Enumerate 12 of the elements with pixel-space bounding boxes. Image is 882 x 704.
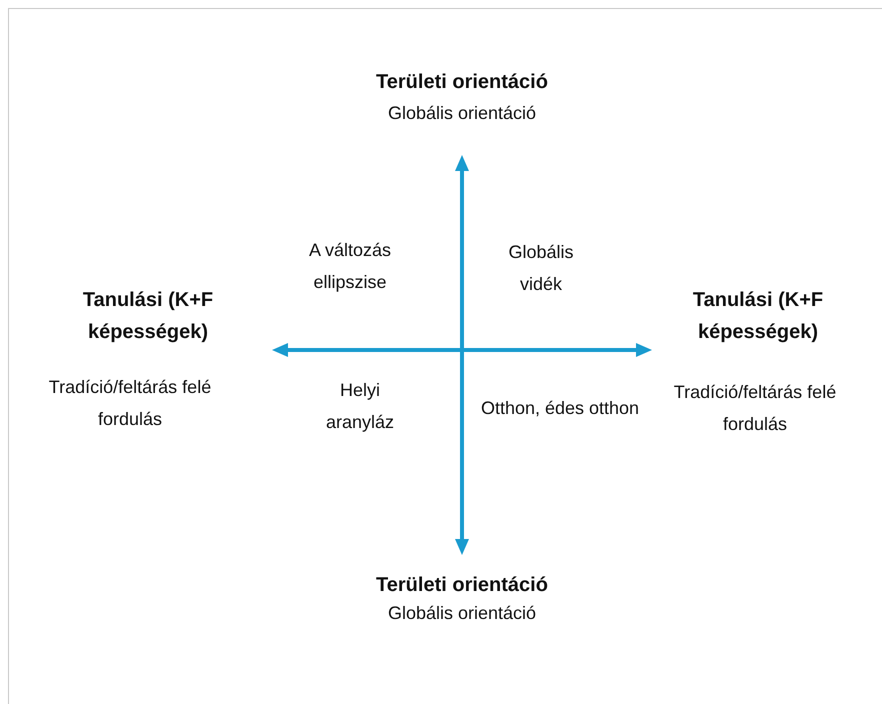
quadrant-label: Otthon, édes otthon: [480, 397, 640, 420]
axis-title: Tanulási (K+F képességek): [82, 288, 214, 345]
quadrant-label: Helyi aranyláz: [324, 379, 396, 434]
axis-subtitle: Globális orientáció: [386, 602, 538, 625]
axis-subtitle: Tradíció/feltárás felé fordulás: [48, 376, 212, 431]
quadrant-label: Globális vidék: [507, 241, 575, 296]
axis-subtitle: Globális orientáció: [386, 102, 538, 125]
axis-title: Területi orientáció: [375, 573, 549, 598]
axis-title: Területi orientáció: [375, 70, 549, 95]
quadrant-label: A változás ellipszise: [308, 239, 392, 294]
axis-subtitle: Tradíció/feltárás felé fordulás: [672, 381, 838, 436]
axis-title: Tanulási (K+F képességek): [692, 288, 824, 345]
